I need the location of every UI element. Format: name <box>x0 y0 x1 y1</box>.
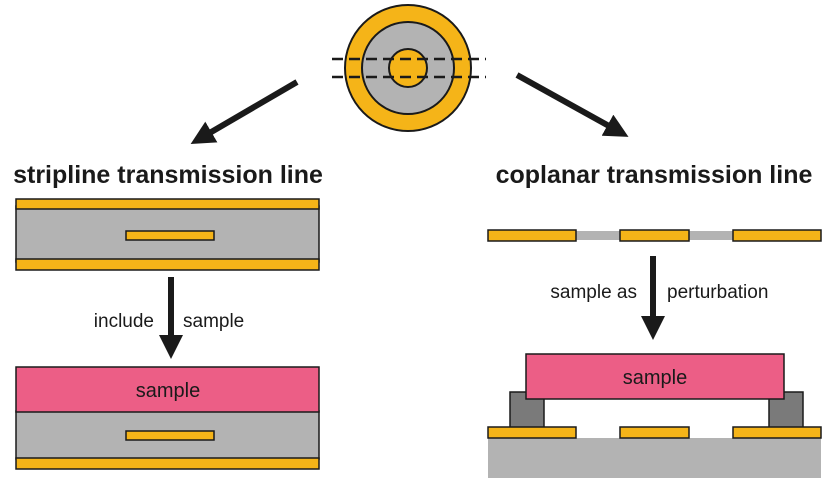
stripline-sample-bottom-ground <box>15 457 320 470</box>
step-label-sample: sample <box>183 311 244 332</box>
coplanar-gap-left <box>576 231 620 240</box>
stripline-top-ground <box>15 198 320 210</box>
stripline-bottom-ground <box>15 258 320 271</box>
coplanar-left-ground <box>487 229 577 242</box>
step-label-perturbation: perturbation <box>667 282 768 303</box>
arrow-to-stripline <box>190 79 299 145</box>
coplanar-gap-right <box>689 231 733 240</box>
coplanar-sample-center-conductor <box>619 426 690 439</box>
coax-inner-conductor <box>388 48 428 88</box>
stripline-sample-layer <box>15 366 320 413</box>
stripline-panel: stripline transmission line include samp… <box>13 161 323 470</box>
step-label-include: include <box>94 311 154 332</box>
stripline-sample-label: sample <box>136 380 200 402</box>
step-label-sample-as: sample as <box>550 282 637 303</box>
coplanar-sample <box>525 353 785 400</box>
coplanar-center-conductor <box>619 229 690 242</box>
arrow-to-coplanar <box>515 72 629 137</box>
coaxial-cable-cross-section <box>332 4 486 132</box>
coplanar-sample-left-ground <box>487 426 577 439</box>
stripline-sample-center-strip <box>125 430 215 441</box>
coplanar-sample-right-ground <box>732 426 822 439</box>
coplanar-panel: coplanar transmission line sample as per… <box>487 161 822 478</box>
coplanar-sample-label: sample <box>623 367 687 389</box>
coplanar-heading: coplanar transmission line <box>496 161 813 189</box>
stripline-heading: stripline transmission line <box>13 161 323 189</box>
stripline-center-strip <box>125 230 215 241</box>
coplanar-substrate <box>488 438 821 478</box>
coplanar-right-ground <box>732 229 822 242</box>
